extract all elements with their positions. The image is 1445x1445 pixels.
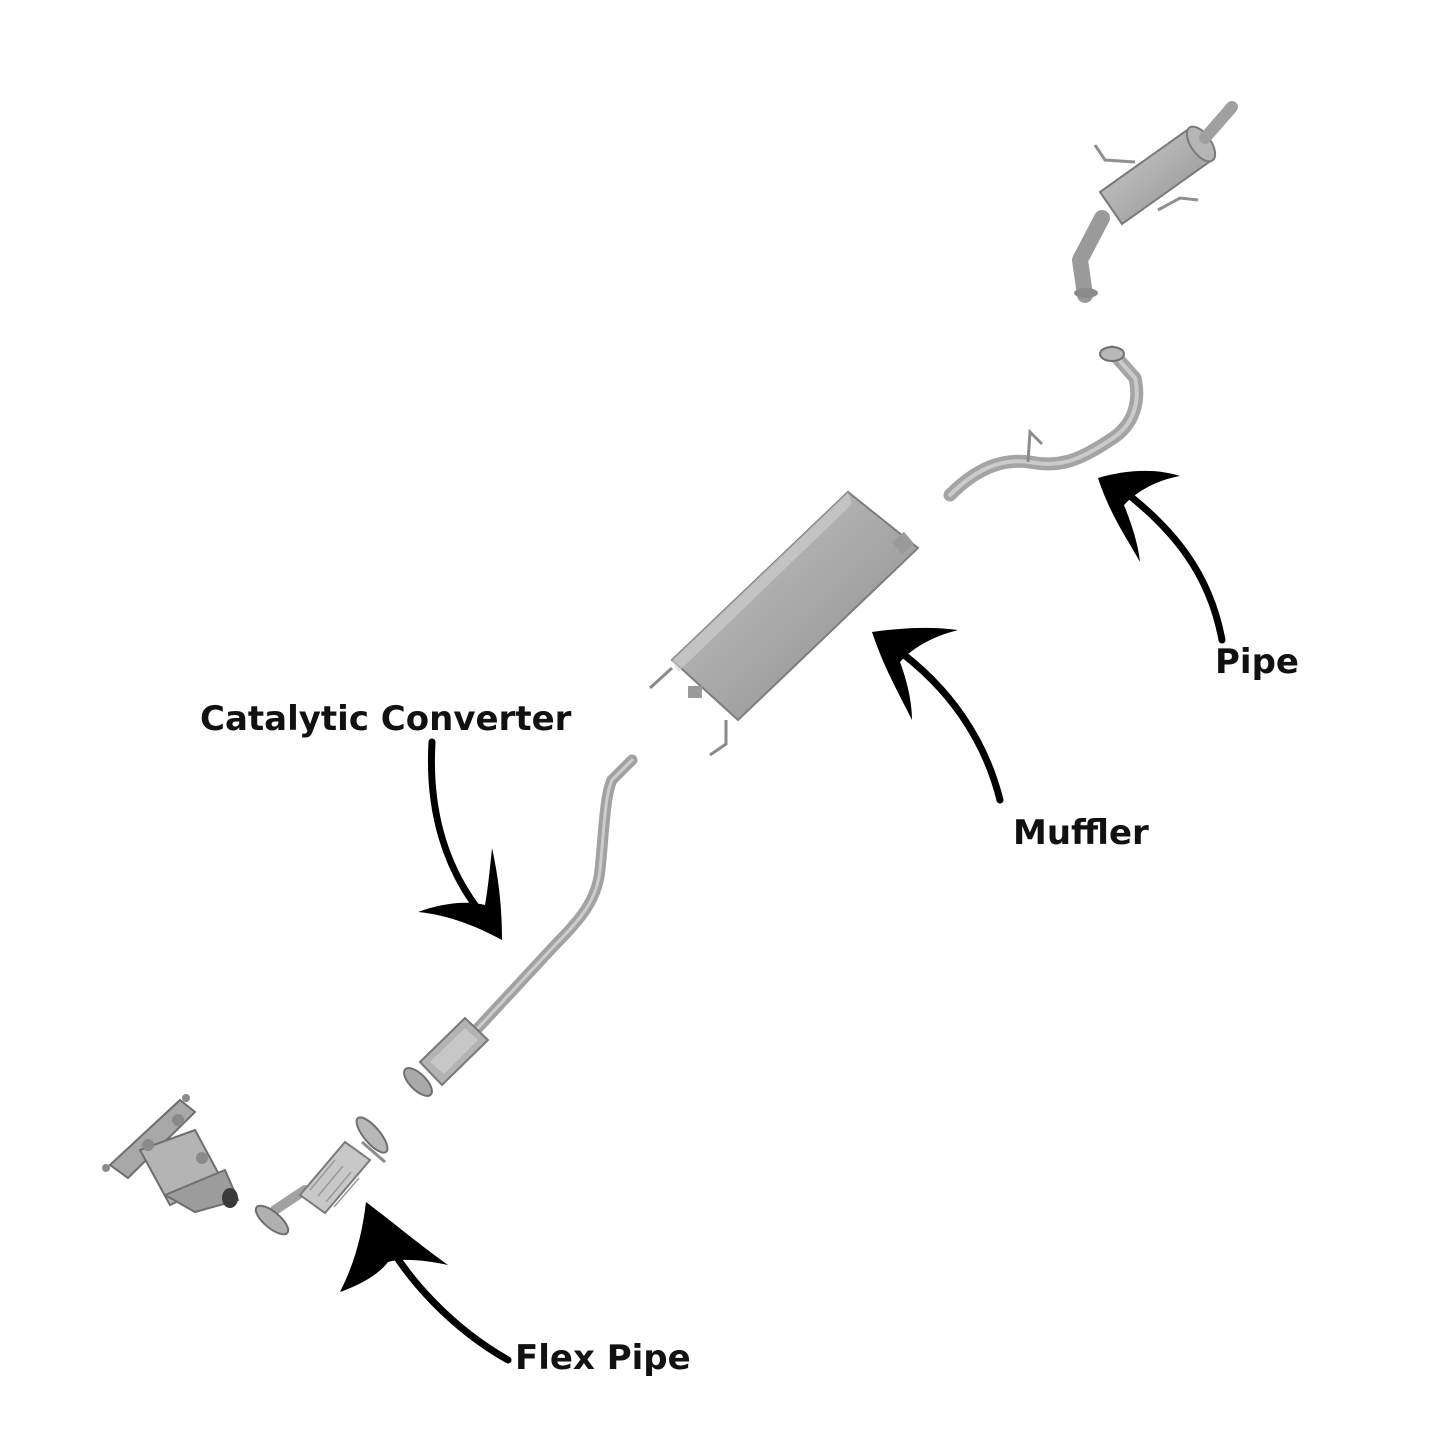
muffler-arrow-icon bbox=[872, 627, 1004, 804]
catalytic-converter-label: Catalytic Converter bbox=[200, 699, 572, 739]
pipe-label: Pipe bbox=[1215, 642, 1299, 682]
flex-pipe-part bbox=[254, 1116, 389, 1236]
main-muffler-part bbox=[648, 490, 920, 757]
exhaust-manifold-part bbox=[102, 1094, 240, 1214]
intermediate-pipe-part bbox=[943, 345, 1144, 502]
catalytic-arrow-icon bbox=[418, 738, 502, 940]
rear-muffler-part bbox=[1072, 101, 1238, 303]
catalytic-converter-part bbox=[403, 754, 638, 1097]
muffler-label: Muffler bbox=[1013, 813, 1149, 853]
flex-pipe-label: Flex Pipe bbox=[515, 1338, 691, 1378]
flex-pipe-arrow-icon bbox=[340, 1202, 512, 1364]
pipe-arrow-icon bbox=[1098, 470, 1226, 644]
